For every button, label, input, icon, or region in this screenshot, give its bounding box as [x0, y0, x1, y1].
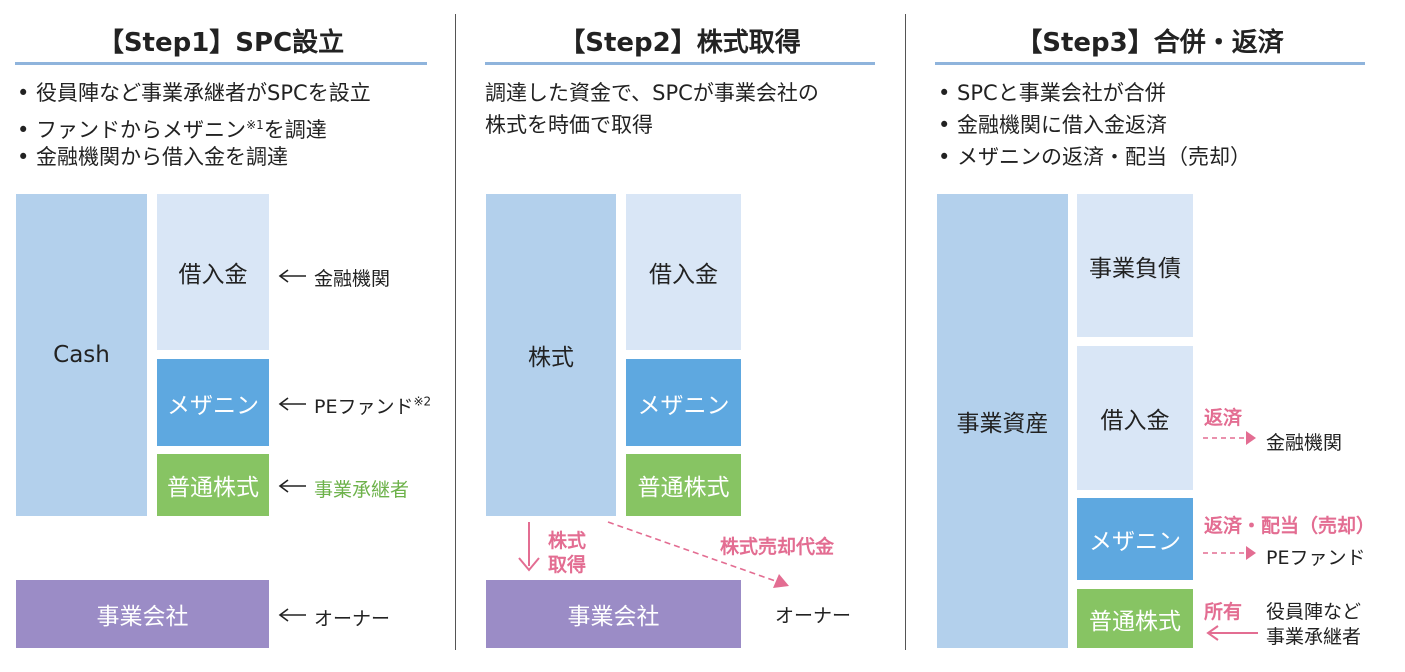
step1-title: 【Step1】SPC設立 [97, 28, 345, 58]
step1-cash-block: Cash [16, 194, 147, 516]
step2-loan-block: 借入金 [626, 194, 741, 350]
step3-owned-label: 所有 [1204, 601, 1243, 623]
step1-source-owner: オーナー [314, 608, 391, 630]
step1-arrow-owner-icon [278, 608, 306, 622]
step1-loan-block: 借入金 [157, 194, 269, 350]
step1-equity-block: 普通株式 [157, 454, 269, 516]
step1-source-fund-label: PEファンド [314, 396, 414, 418]
step1-source-fund: PEファンド※2 [314, 392, 431, 419]
step3-holder-label-2: 事業承継者 [1266, 626, 1362, 648]
step2-desc-line-2: 株式を時価で取得 [485, 113, 653, 137]
step2-title-rule [485, 62, 875, 65]
step3-loan-block: 借入金 [1077, 346, 1193, 490]
step3-holder-label-1: 役員陣など [1266, 601, 1362, 623]
step1-bullet-3: • 金融機関から借入金を調達 [17, 145, 289, 169]
step3-fund-label: PEファンド [1266, 547, 1366, 569]
step3-repay-arrow-icon [1203, 431, 1256, 445]
step2-shares-block: 株式 [486, 194, 616, 516]
step1-mezzanine-block: メザニン [157, 359, 269, 446]
step2-acquire-label-1: 株式 [548, 530, 587, 552]
step2-desc-line-1: 調達した資金で、SPCが事業会社の [485, 81, 819, 105]
step1-arrow-fund-icon [278, 397, 306, 411]
step1-company-block: 事業会社 [16, 580, 269, 648]
step3-title: 【Step3】合併・返済 [1016, 28, 1284, 58]
step3-equity-block: 普通株式 [1077, 589, 1193, 648]
step1-arrow-bank-icon [278, 269, 306, 283]
step3-bullet-1: • SPCと事業会社が合併 [938, 81, 1166, 105]
step1-source-fund-note: ※2 [413, 394, 432, 409]
step1-title-rule [15, 62, 427, 65]
step3-mezz-action-label: 返済・配当（売却） [1204, 515, 1376, 537]
step2-title: 【Step2】株式取得 [559, 28, 801, 58]
step1-bullet-2: • ファンドからメザニン※1を調達 [17, 118, 327, 142]
step2-acquire-arrow-icon [518, 522, 540, 572]
step2-mezzanine-block: メザニン [626, 359, 741, 446]
column-divider-2 [905, 14, 906, 650]
step1-source-successor: 事業承継者 [314, 479, 410, 501]
step1-bullet-1: • 役員陣など事業承継者がSPCを設立 [17, 81, 371, 105]
step3-assets-block: 事業資産 [937, 194, 1068, 648]
step3-repay-label: 返済 [1204, 407, 1243, 429]
step3-mezzanine-block: メザニン [1077, 498, 1193, 580]
column-divider-1 [455, 14, 456, 650]
step3-bank-label: 金融機関 [1266, 432, 1343, 454]
step1-arrow-successor-icon [278, 479, 306, 493]
step3-fund-arrow-icon [1203, 546, 1256, 560]
step2-owner-label: オーナー [775, 605, 852, 627]
step2-equity-block: 普通株式 [626, 454, 741, 516]
step3-title-rule [935, 62, 1365, 65]
step3-owned-arrow-icon [1206, 625, 1258, 641]
step2-company-block: 事業会社 [486, 580, 741, 648]
step2-acquire-label-2: 取得 [548, 554, 587, 576]
step2-proceeds-label: 株式売却代金 [720, 536, 835, 558]
step3-bullet-2: • 金融機関に借入金返済 [938, 113, 1168, 137]
step3-liabilities-block: 事業負債 [1077, 194, 1193, 337]
step1-source-bank: 金融機関 [314, 268, 391, 290]
step3-bullet-3: • メザニンの返済・配当（売却） [938, 145, 1252, 169]
